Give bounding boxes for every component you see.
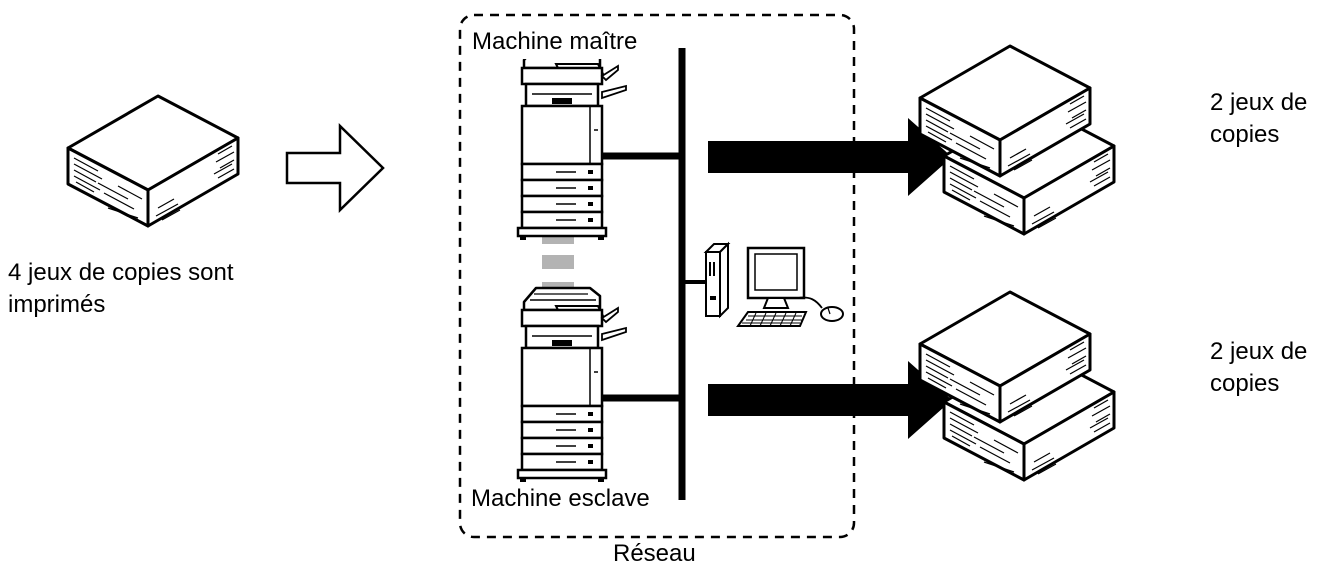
output-arrow-1 <box>708 118 952 196</box>
output-1-label-line1: 2 jeux de <box>1210 89 1308 116</box>
hollow-right-arrow <box>285 123 385 213</box>
source-label-line2: imprimés <box>8 291 106 318</box>
source-label-line1: 4 jeux de copies sont <box>8 259 234 286</box>
network-boundary <box>458 13 856 539</box>
master-machine-label: Machine maître <box>472 25 642 59</box>
network-label: Réseau <box>613 540 696 567</box>
original-paper-stack <box>66 94 240 228</box>
output-2-label-line1: 2 jeux de <box>1210 338 1308 365</box>
slave-machine-label: Machine esclave <box>471 482 654 516</box>
master-printer-icon <box>516 44 628 242</box>
output-arrow-2 <box>708 361 952 439</box>
output-2-label-line2: copies <box>1210 370 1280 397</box>
slave-printer-icon <box>516 286 628 484</box>
computer-icon <box>703 241 844 327</box>
output-1-label-line2: copies <box>1210 121 1280 148</box>
